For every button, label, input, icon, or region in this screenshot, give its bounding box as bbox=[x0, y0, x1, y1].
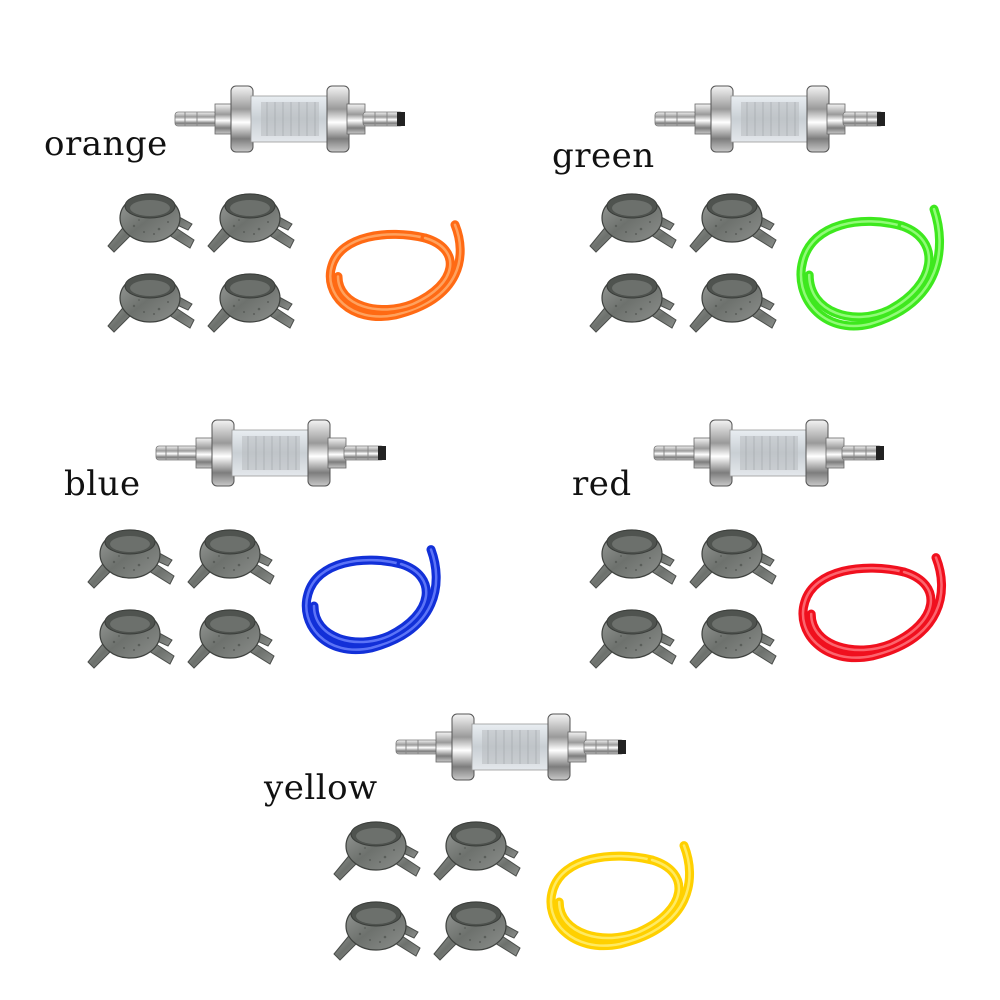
hose-clip-icon bbox=[187, 529, 275, 589]
fuel-filter-icon bbox=[155, 418, 388, 490]
kit-label: blue bbox=[64, 464, 141, 504]
hose-clip-icon bbox=[589, 273, 677, 333]
fuel-filter-icon bbox=[174, 84, 407, 156]
kit-yellow: yellow bbox=[262, 706, 732, 966]
hose-clip-icon bbox=[589, 609, 677, 669]
hose-clips-group bbox=[330, 812, 521, 972]
hose-clip-icon bbox=[207, 193, 295, 253]
hose-clip-icon bbox=[87, 529, 175, 589]
kit-red: red bbox=[560, 414, 1000, 674]
hose-clip-icon bbox=[589, 193, 677, 253]
hose-clip-icon bbox=[689, 529, 777, 589]
hose-clip-icon bbox=[87, 609, 175, 669]
fuel-filter-icon bbox=[653, 418, 886, 490]
kit-label: orange bbox=[44, 124, 168, 164]
hose-clip-icon bbox=[433, 821, 521, 881]
fuel-hose-icon bbox=[792, 548, 952, 668]
hose-clip-icon bbox=[589, 529, 677, 589]
fuel-hose-icon bbox=[320, 216, 470, 326]
kit-label: yellow bbox=[264, 768, 378, 808]
hose-highlight bbox=[329, 223, 462, 318]
hose-highlight bbox=[305, 548, 438, 651]
hose-clip-icon bbox=[107, 193, 195, 253]
hose-clip-icon bbox=[187, 609, 275, 669]
hose-clip-icon bbox=[689, 609, 777, 669]
hose-clip-icon bbox=[107, 273, 195, 333]
kit-blue: blue bbox=[60, 414, 530, 674]
hose-highlight bbox=[799, 207, 941, 328]
hose-clip-icon bbox=[689, 273, 777, 333]
hose-clips-group bbox=[586, 520, 777, 680]
kit-label: green bbox=[552, 136, 655, 176]
fuel-hose-icon bbox=[790, 198, 950, 338]
hose-clip-icon bbox=[433, 901, 521, 961]
hose-highlight bbox=[336, 236, 452, 311]
hose-clips-group bbox=[586, 184, 777, 344]
hose-highlight bbox=[809, 570, 933, 652]
hose-clip-icon bbox=[333, 821, 421, 881]
hose-clips-group bbox=[84, 520, 275, 680]
hose-highlight bbox=[557, 858, 681, 940]
hose-clip-icon bbox=[689, 193, 777, 253]
hose-highlight bbox=[312, 562, 428, 644]
hose-highlight bbox=[801, 556, 943, 659]
hose-clip-icon bbox=[333, 901, 421, 961]
kit-orange: orange bbox=[40, 80, 510, 340]
hose-clip-icon bbox=[207, 273, 295, 333]
fuel-filter-icon bbox=[395, 712, 628, 784]
fuel-hose-icon bbox=[540, 836, 700, 956]
hose-highlight bbox=[549, 844, 691, 947]
kit-green: green bbox=[550, 80, 1000, 340]
fuel-filter-icon bbox=[654, 84, 887, 156]
hose-highlight bbox=[807, 224, 931, 319]
kit-label: red bbox=[572, 464, 632, 504]
fuel-hose-icon bbox=[296, 540, 446, 660]
hose-clips-group bbox=[104, 184, 295, 344]
